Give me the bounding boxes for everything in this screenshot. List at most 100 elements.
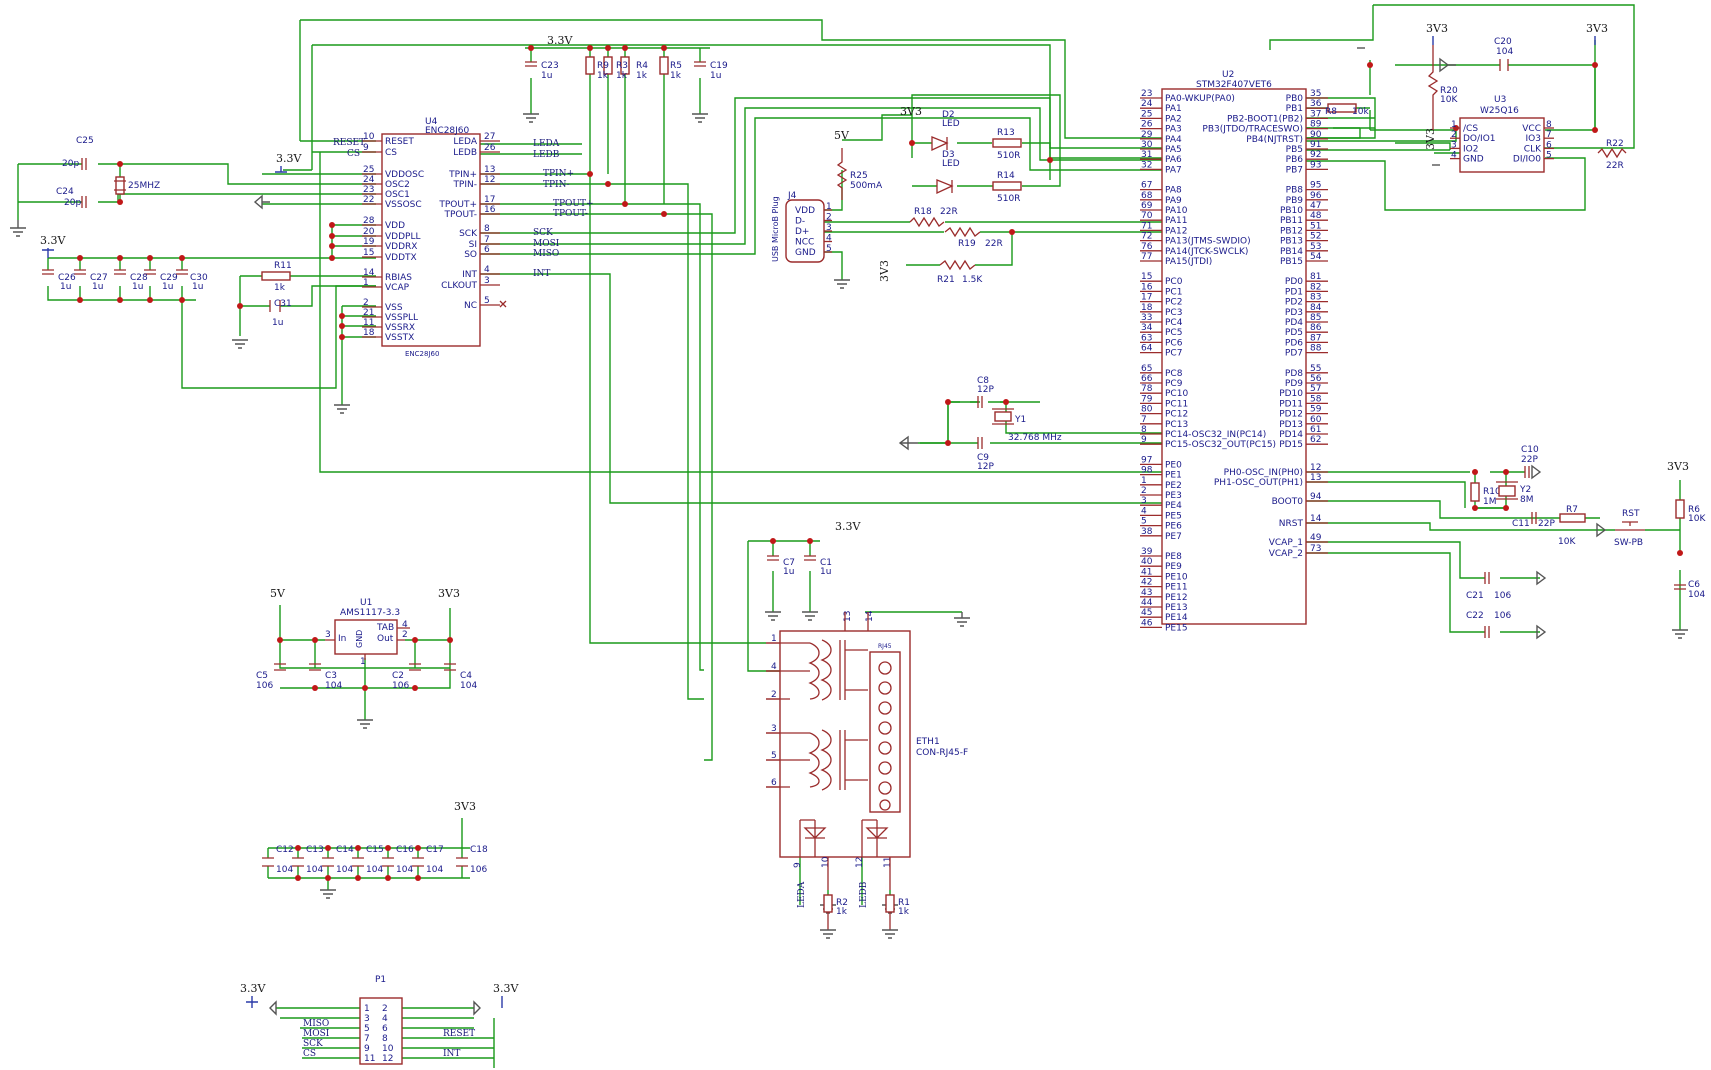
pin-name: VSS bbox=[385, 303, 403, 313]
c9-ref: C9 bbox=[977, 453, 989, 463]
pin-name: PA1 bbox=[1165, 104, 1182, 114]
pin-name: PE3 bbox=[1165, 491, 1182, 501]
r14-value: 510R bbox=[997, 194, 1020, 204]
pin-number: 47 bbox=[1310, 201, 1321, 211]
pin-name: PC4 bbox=[1165, 318, 1183, 328]
c19-ref: C19 bbox=[710, 61, 728, 71]
pin-number: 90 bbox=[1310, 130, 1322, 140]
u1-pin-gnd: GND bbox=[355, 630, 364, 648]
pin-name: PC11 bbox=[1165, 399, 1188, 409]
hdr-mosi: MOSI bbox=[303, 1029, 330, 1039]
pin-number: 38 bbox=[1141, 527, 1153, 537]
pin-name: SCK bbox=[459, 229, 478, 239]
pin-name: PD14 bbox=[1279, 430, 1303, 440]
pin-name: PB3(JTDO/TRACESWO) bbox=[1202, 125, 1303, 135]
pin-name: PE8 bbox=[1165, 552, 1182, 562]
pin-number: 4 bbox=[771, 662, 777, 672]
pin-number: 4 bbox=[484, 265, 490, 275]
r18-ref: R18 bbox=[914, 207, 932, 217]
pin-name: OSC1 bbox=[385, 190, 410, 200]
pin-number: 15 bbox=[363, 248, 374, 258]
pin-number: 5 bbox=[1141, 517, 1147, 527]
pin-number: 20 bbox=[363, 227, 375, 237]
pin-number: 4 bbox=[826, 234, 832, 244]
power-33v-u4: 3.3V bbox=[276, 152, 302, 165]
pin-name: PC12 bbox=[1165, 410, 1188, 420]
pin-number: 6 bbox=[771, 778, 777, 788]
pin-number: 12 bbox=[1310, 463, 1321, 473]
pin-number: 82 bbox=[1310, 282, 1321, 292]
eth-pin-10: 10 bbox=[821, 856, 831, 868]
c18-value: 106 bbox=[470, 865, 487, 875]
r1-value: 1k bbox=[898, 907, 910, 917]
c15-value: 104 bbox=[366, 865, 383, 875]
c31-value: 1u bbox=[272, 318, 283, 328]
pin-number: 4 bbox=[1141, 506, 1147, 516]
r13-value: 510R bbox=[997, 151, 1020, 161]
pin-number: 54 bbox=[1310, 252, 1322, 262]
pin-number: 93 bbox=[1310, 160, 1321, 170]
net-tpout-n: TPOUT- bbox=[553, 209, 588, 219]
pin-name: PD10 bbox=[1279, 389, 1303, 399]
pin-name: NRST bbox=[1279, 519, 1304, 529]
c1-value: 1u bbox=[820, 567, 831, 577]
c27-ref: C27 bbox=[90, 273, 108, 283]
pin-number: 94 bbox=[1310, 492, 1322, 502]
pin-name: PD2 bbox=[1285, 298, 1303, 308]
u2-value: STM32F407VET6 bbox=[1196, 80, 1272, 90]
c30-value: 1u bbox=[192, 282, 203, 292]
pin-name: PH1-OSC_OUT(PH1) bbox=[1214, 478, 1303, 488]
pin-number: 34 bbox=[1141, 323, 1153, 333]
pin-number: 1 bbox=[364, 1004, 370, 1014]
r10-ref: R10 bbox=[1483, 487, 1501, 497]
c1-ref: C1 bbox=[820, 558, 832, 568]
pin-name: PA3 bbox=[1165, 125, 1182, 135]
eth-pin-12: 12 bbox=[855, 857, 865, 868]
pin-number: 85 bbox=[1310, 313, 1321, 323]
pin-name: PB13 bbox=[1280, 237, 1303, 247]
power-3v3-led: 3V3 bbox=[900, 105, 922, 118]
pin-number: 14 bbox=[363, 268, 375, 278]
pin-name: SI bbox=[469, 240, 477, 250]
pin-name: PB6 bbox=[1286, 155, 1304, 165]
c28-ref: C28 bbox=[130, 273, 148, 283]
power-33v-caps: 3.3V bbox=[40, 234, 66, 247]
p1-ref: P1 bbox=[375, 975, 386, 985]
pin-number: 62 bbox=[1310, 435, 1321, 445]
pin-name: PC14-OSC32_IN(PC14) bbox=[1165, 430, 1266, 440]
u3-ref: U3 bbox=[1494, 95, 1506, 105]
c12-value: 104 bbox=[276, 865, 293, 875]
r5-value: 1k bbox=[670, 71, 682, 81]
c9-value: 12P bbox=[977, 462, 994, 472]
r18-value: 22R bbox=[940, 207, 958, 217]
pin-name: PB12 bbox=[1280, 226, 1303, 236]
pin-number: 35 bbox=[1310, 89, 1321, 99]
pin-name: VSSPLL bbox=[385, 313, 418, 323]
c22-ref: C22 bbox=[1466, 611, 1484, 621]
net-leda: LEDA bbox=[533, 139, 560, 149]
pin-name: PE11 bbox=[1165, 583, 1188, 593]
pin-number: 44 bbox=[1141, 598, 1153, 608]
u4-value: ENC28J60 bbox=[425, 126, 470, 136]
j4-ref: J4 bbox=[787, 191, 797, 201]
pin-name: PE7 bbox=[1165, 532, 1182, 542]
pin-name: PA6 bbox=[1165, 155, 1182, 165]
power-5v-ams: 5V bbox=[270, 587, 286, 600]
pin-number: 6 bbox=[1546, 140, 1552, 150]
pin-name: PE9 bbox=[1165, 562, 1182, 572]
pin-name: VDD bbox=[795, 206, 815, 216]
pin-name: PC13 bbox=[1165, 420, 1188, 430]
u2-right-pins: 35PB036PB137PB2-BOOT1(PB2)89PB3(JTDO/TRA… bbox=[1202, 89, 1328, 559]
pin-name: PH0-OSC_IN(PH0) bbox=[1224, 468, 1303, 478]
y1-value: 32.768 MHz bbox=[1008, 433, 1062, 443]
pin-number: 55 bbox=[1310, 364, 1321, 374]
pin-name: /CS bbox=[1463, 124, 1478, 134]
power-3v3-r21: 3V3 bbox=[878, 260, 891, 282]
r7-value: 10K bbox=[1558, 537, 1576, 547]
c23-ref: C23 bbox=[541, 61, 559, 71]
